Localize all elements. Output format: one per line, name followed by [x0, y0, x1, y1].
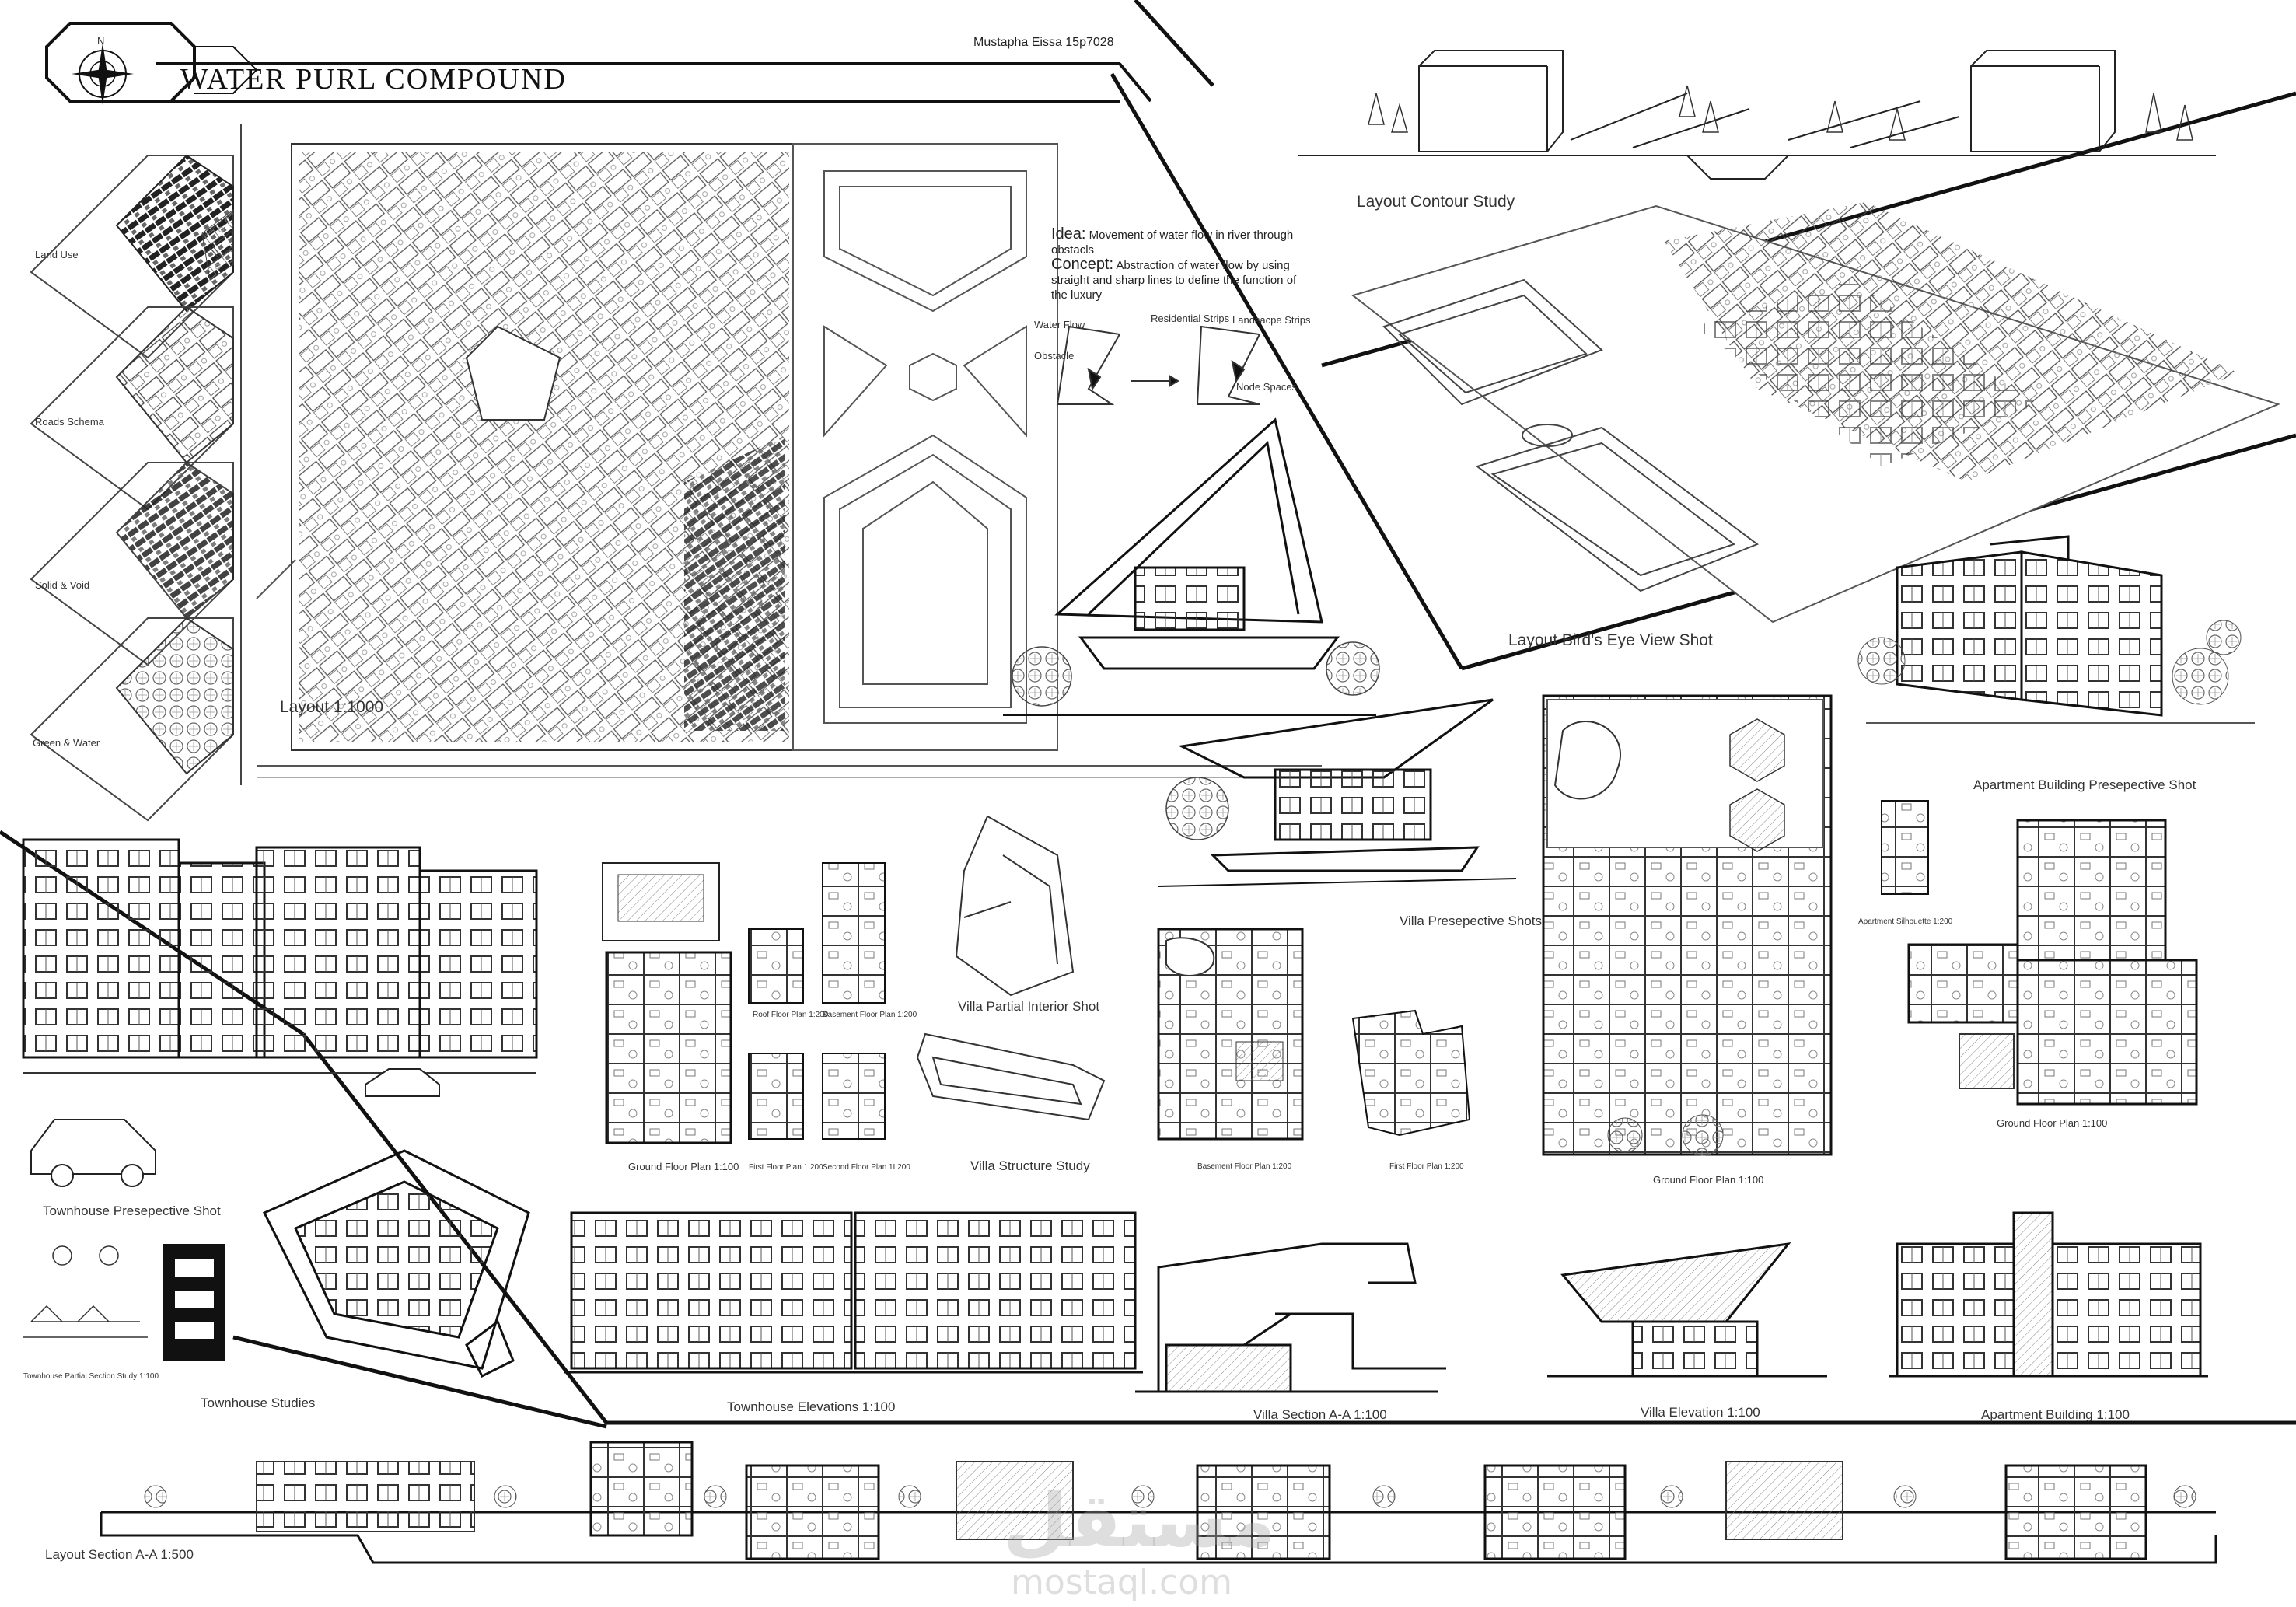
residential-strips-label: Residential Strips	[1151, 313, 1230, 324]
villa-perspective-1	[1003, 417, 1380, 716]
contour-caption: Layout Contour Study	[1357, 193, 1515, 211]
analysis-roads-schema	[30, 306, 234, 511]
villa-first-plan-caption: First Floor Plan 1:200	[1389, 1162, 1464, 1171]
apartment-silhouette-caption: Apartment Silhouette 1:200	[1858, 917, 1953, 926]
townhouse-studies	[23, 1149, 530, 1378]
villa-basement-plan-caption: Basement Floor Plan 1:200	[1197, 1162, 1292, 1171]
author-name: Mustapha Eissa 15p7028	[973, 36, 1114, 49]
contour-study	[1298, 50, 2216, 180]
apartment-perspective-caption: Apartment Building Presepective Shot	[1973, 777, 2196, 792]
landscape-strips-label: Landsacpe Strips	[1232, 314, 1311, 326]
villa-interior-structure	[916, 815, 1106, 1121]
townhouse-roof-plan-caption: Roof Floor Plan 1:200	[753, 1011, 829, 1019]
analysis-green-water	[30, 617, 234, 822]
townhouse-partial-section-caption: Townhouse Partial Section Study 1:100	[23, 1372, 159, 1381]
master-layout-plan	[256, 143, 1322, 778]
concept-label: Concept:	[1051, 256, 1114, 273]
villa-perspective-caption: Villa Presepective Shots	[1400, 914, 1543, 928]
apartment-plans	[1881, 800, 2198, 1106]
title-block	[45, 22, 1152, 103]
layout-section	[100, 1441, 2217, 1564]
townhouse-elevations	[564, 1211, 1143, 1374]
apartment-elevation	[1889, 1211, 2208, 1378]
analysis-label-land-use: Land Use	[35, 249, 79, 260]
watermark-logo: مستقل	[1003, 1477, 1277, 1564]
villa-structure-caption: Villa Structure Study	[970, 1158, 1090, 1173]
villa-interior-caption: Villa Partial Interior Shot	[958, 999, 1100, 1014]
townhouse-studies-caption: Townhouse Studies	[201, 1396, 316, 1410]
villa-perspective-2	[1158, 698, 1517, 887]
townhouse-perspective-caption: Townhouse Presepective Shot	[43, 1204, 221, 1218]
apartment-ground-plan-caption: Ground Floor Plan 1:100	[1997, 1117, 2108, 1129]
villa-plans	[1157, 694, 1833, 1156]
sheet-title: WATER PURL COMPOUND	[180, 63, 567, 96]
section-caption: Layout Section A-A 1:500	[45, 1547, 194, 1562]
townhouse-basement-plan-caption: Basement Floor Plan 1:200	[823, 1011, 917, 1019]
obstacle-label: Obstacle	[1034, 350, 1075, 362]
apartment-perspective	[1857, 535, 2255, 724]
birds-eye-view	[1351, 202, 2280, 624]
townhouse-elevations-caption: Townhouse Elevations 1:100	[727, 1399, 896, 1414]
analysis-label-green-water: Green & Water	[33, 737, 100, 749]
townhouse-ground-plan-caption: Ground Floor Plan 1:100	[628, 1161, 739, 1172]
townhouse-first-plan-caption: First Floor Plan 1:200	[749, 1163, 823, 1172]
north-label: N	[97, 35, 105, 47]
birds-eye-caption: Layout Bird's Eye View Shot	[1508, 631, 1713, 649]
townhouse-plans	[602, 862, 886, 1144]
analysis-solid-void	[30, 461, 234, 666]
concept-body: Abstraction of water flow by using strai…	[1051, 259, 1297, 302]
concept-diagram	[1056, 325, 1261, 405]
watermark-url: mostaql.com	[1011, 1563, 1233, 1602]
villa-section-caption: Villa Section A-A 1:100	[1253, 1407, 1387, 1422]
idea-text: Movement of water flow in river through …	[1051, 229, 1294, 257]
villa-section	[1135, 1242, 1446, 1393]
villa-elevation-caption: Villa Elevation 1:100	[1641, 1405, 1760, 1420]
node-spaces-label: Node Spaces	[1236, 381, 1298, 393]
villa-elevation	[1547, 1242, 1827, 1378]
concept-text: Idea: Movement of water flow in river th…	[1051, 225, 1316, 302]
analysis-label-roads-schema: Roads Schema	[35, 416, 104, 428]
villa-ground-plan-caption: Ground Floor Plan 1:100	[1653, 1174, 1764, 1186]
townhouse-second-plan-caption: Second Floor Plan 1L200	[823, 1163, 910, 1172]
townhouse-perspective	[22, 838, 538, 1187]
analysis-land-use	[30, 154, 234, 359]
idea-label: Idea:	[1051, 225, 1086, 243]
layout-caption: Layout 1:1000	[280, 698, 384, 716]
analysis-label-solid-void: Solid & Void	[35, 579, 90, 591]
water-flow-label: Water Flow	[1034, 319, 1085, 330]
apartment-building-caption: Apartment Building 1:100	[1981, 1407, 2130, 1422]
analysis-diagrams	[30, 124, 242, 822]
north-arrow-icon	[72, 43, 134, 105]
